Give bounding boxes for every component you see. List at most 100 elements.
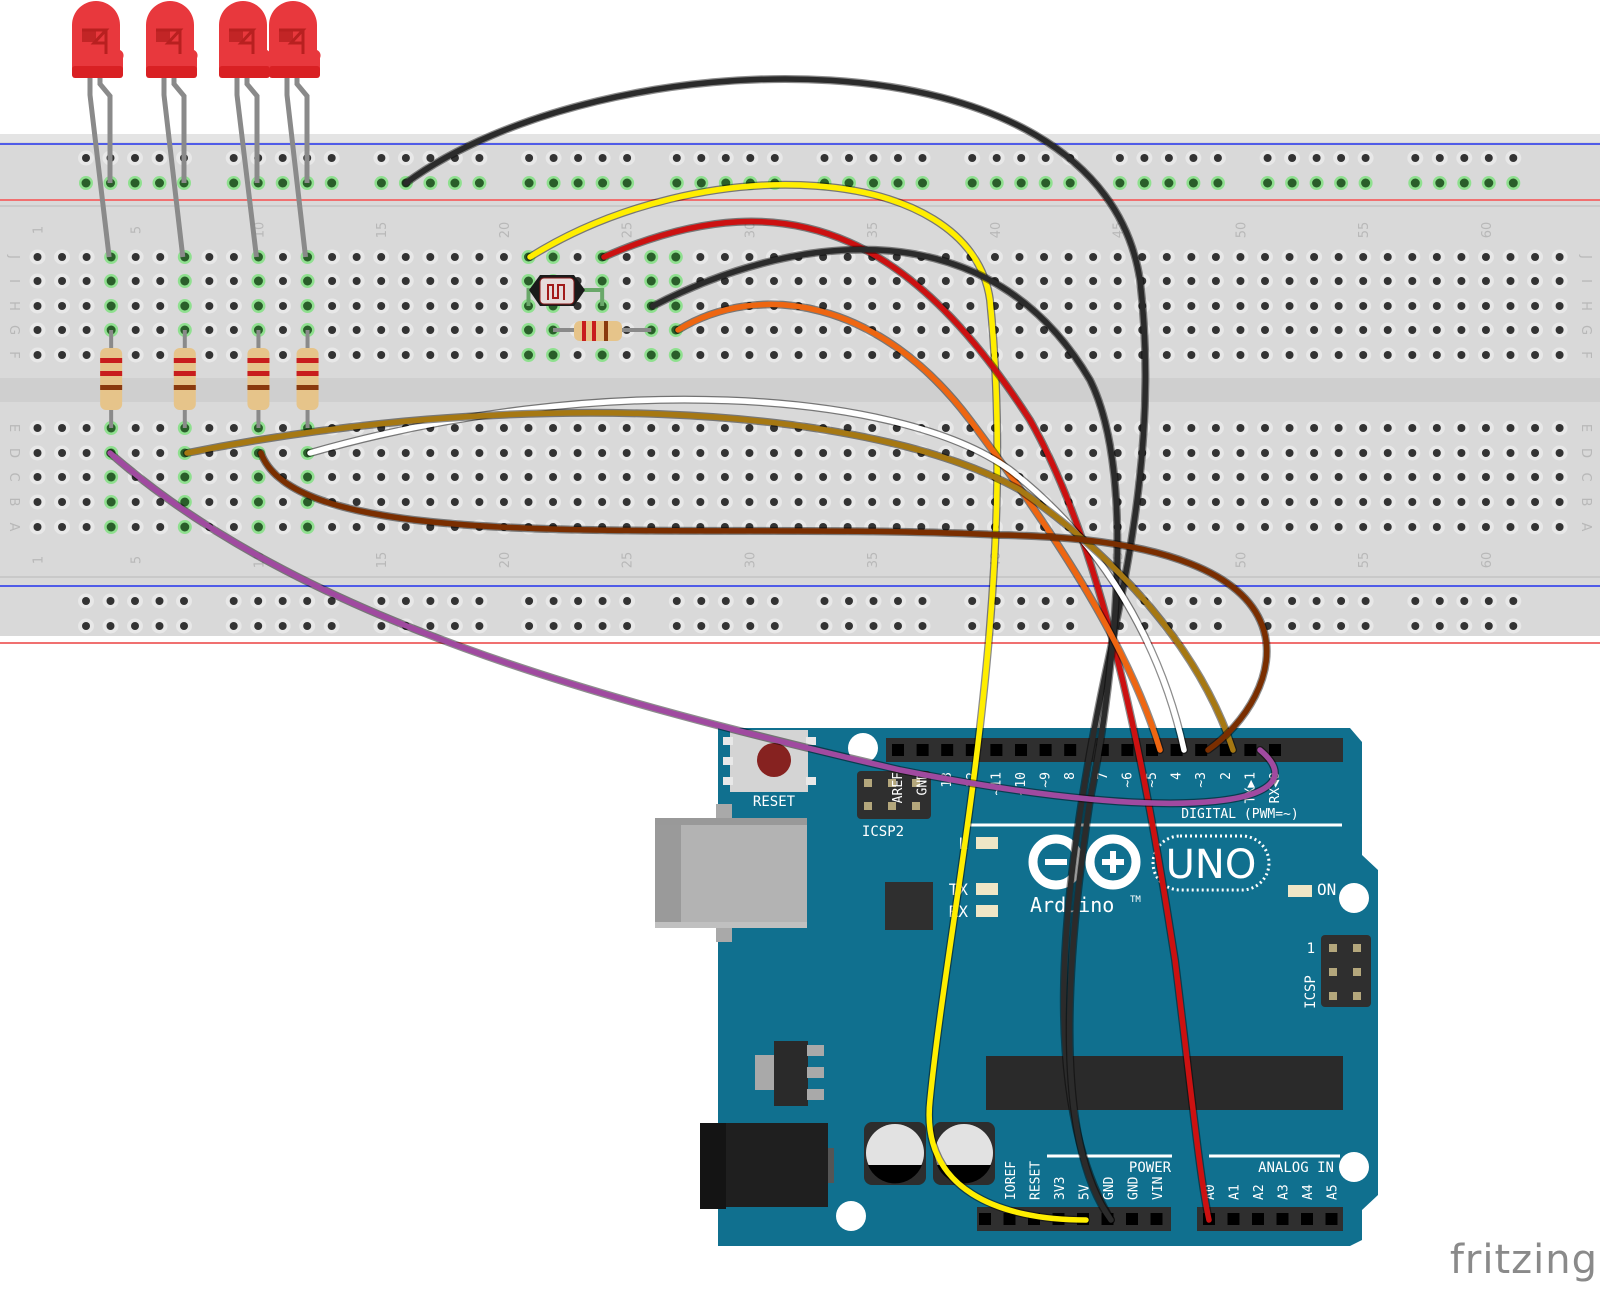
hole-center [155, 178, 164, 188]
led[interactable] [146, 1, 198, 258]
hole-center [401, 498, 410, 506]
hole-center [598, 473, 607, 481]
hole-center [1484, 178, 1494, 188]
wire-brown-d5[interactable] [257, 449, 1271, 754]
digital-pin[interactable] [1121, 744, 1134, 756]
hole-center [941, 326, 950, 334]
hole-center [1162, 351, 1171, 359]
hole-center [1481, 326, 1490, 334]
resistor[interactable] [100, 330, 123, 428]
hole-center [1162, 523, 1171, 531]
digital-pin[interactable] [1269, 744, 1281, 756]
hole-center [131, 253, 140, 261]
hole-center [1016, 178, 1026, 188]
digital-pin[interactable] [916, 744, 929, 756]
hole-center [205, 253, 214, 261]
analog-pin[interactable] [1252, 1213, 1264, 1225]
hole-center [524, 449, 533, 457]
hole-center [1041, 622, 1050, 630]
wire-purple-d3[interactable] [106, 449, 1279, 808]
hole-center [1213, 622, 1222, 630]
hole-center [845, 622, 853, 630]
digital-pin[interactable] [1170, 744, 1183, 756]
digital-pin[interactable] [1146, 744, 1158, 756]
resistor[interactable] [173, 330, 196, 428]
hole-center [1138, 253, 1147, 261]
hole-center [1359, 277, 1368, 285]
power-pin[interactable] [1126, 1213, 1138, 1225]
row-label: C [6, 472, 21, 481]
led[interactable] [269, 1, 321, 258]
hole-center [253, 497, 263, 507]
hole-center [1236, 326, 1245, 334]
resistor-10k[interactable] [553, 321, 652, 341]
hole-center [82, 498, 91, 506]
hole-center [450, 424, 459, 432]
digital-pin[interactable] [941, 744, 954, 756]
power-pin[interactable] [1150, 1213, 1163, 1225]
hole-center [1432, 424, 1441, 432]
hole-center [892, 473, 901, 481]
analog-pin[interactable] [1227, 1213, 1240, 1225]
hole-center [990, 253, 999, 261]
hole-center [499, 424, 508, 432]
wire-black-gnd[interactable] [649, 245, 1122, 1224]
hole-center [1531, 498, 1540, 506]
digital-pin[interactable] [1195, 744, 1208, 756]
hole-center [450, 178, 460, 188]
digital-pin[interactable] [1015, 744, 1027, 756]
hole-center [696, 326, 705, 334]
hole-center [1359, 302, 1368, 310]
hole-center [1334, 473, 1343, 481]
hole-center [106, 497, 116, 507]
hole-center [1481, 253, 1490, 261]
hole-center [598, 498, 607, 506]
power-pin[interactable] [1003, 1213, 1016, 1225]
hole-center [646, 276, 656, 286]
power-pin-label: IOREF [1004, 1161, 1019, 1200]
resistor[interactable] [247, 330, 270, 428]
hole-center [746, 154, 755, 162]
wire-ochre-d4[interactable] [183, 408, 1237, 754]
hole-center [968, 597, 977, 605]
hole-center [524, 473, 533, 481]
wire-white-d6[interactable] [306, 395, 1188, 754]
wire-black-gnd-rail[interactable] [402, 75, 1150, 1224]
hole-center [720, 424, 729, 432]
photoresistor[interactable] [526, 275, 605, 306]
led[interactable] [219, 1, 271, 258]
resistor[interactable] [296, 330, 319, 428]
hole-center [966, 277, 975, 285]
led[interactable] [72, 1, 124, 258]
power-pin[interactable] [979, 1213, 991, 1225]
hole-center [1089, 473, 1098, 481]
hole-center [1261, 424, 1269, 432]
digital-pin-label: 2 [1219, 772, 1234, 780]
hole-center [229, 154, 238, 162]
hole-center [1383, 351, 1392, 359]
digital-pin[interactable] [1039, 744, 1052, 756]
digital-pin[interactable] [1244, 744, 1257, 756]
digital-pin[interactable] [990, 744, 1003, 756]
wire-red-a0[interactable] [600, 217, 1213, 1224]
wire-orange-d7[interactable] [674, 300, 1164, 754]
wire-yellow-5v[interactable] [526, 180, 1090, 1224]
voltage-regulator [755, 1041, 824, 1106]
analog-pin[interactable] [1276, 1213, 1289, 1225]
hole-center [1457, 523, 1466, 531]
analog-pin[interactable] [1301, 1213, 1313, 1225]
hole-center [1509, 622, 1518, 630]
hole-center [1066, 597, 1075, 605]
hole-center [1408, 302, 1417, 310]
digital-pin[interactable] [892, 744, 904, 756]
analog-pin[interactable] [1325, 1213, 1338, 1225]
hole-center [1040, 302, 1049, 310]
hole-center [1408, 351, 1417, 359]
digital-pin[interactable] [1064, 744, 1077, 756]
hole-center [1408, 498, 1417, 506]
hole-center [1432, 351, 1441, 359]
mounting-hole [848, 733, 878, 763]
digital-pin[interactable] [1219, 744, 1232, 756]
hole-center [1162, 302, 1171, 310]
hole-center [869, 178, 878, 188]
